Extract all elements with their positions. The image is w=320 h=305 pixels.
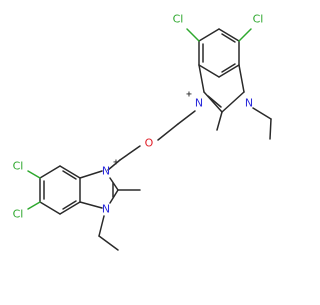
- bond: [107, 159, 121, 171]
- atom-nitrogen: N: [102, 203, 110, 216]
- atom-chlorine: Cl: [253, 13, 264, 26]
- bond: [98, 215, 105, 237]
- bond: [198, 64, 220, 78]
- molecule-svg: Cl Cl N + N O N +: [13, 13, 272, 251]
- bond: [79, 170, 103, 179]
- bond: [177, 110, 196, 125]
- bond: [62, 200, 77, 210]
- bond: [252, 107, 272, 120]
- bond: [157, 123, 179, 141]
- bond: [218, 64, 240, 78]
- bond: [59, 201, 81, 215]
- atom-chlorine: Cl: [13, 160, 24, 173]
- atom-nitrogen: N: [245, 97, 253, 110]
- atom-nitrogen-cation: N: [102, 165, 110, 178]
- bond: [98, 235, 119, 251]
- top-benzimidazolium-group: [186, 28, 272, 140]
- bond: [207, 95, 222, 108]
- bond: [269, 118, 272, 140]
- molecule-structure-diagram: Cl Cl N + N O N +: [13, 13, 272, 251]
- formal-charge-plus: +: [186, 90, 193, 99]
- bond: [39, 165, 61, 179]
- atom-chlorine: Cl: [13, 208, 24, 221]
- bond: [216, 111, 223, 131]
- bond: [218, 28, 240, 42]
- bond: [109, 177, 119, 191]
- bond: [109, 189, 119, 204]
- bond: [221, 33, 236, 43]
- bond: [119, 145, 141, 161]
- bond: [221, 91, 245, 113]
- bond-cl: [27, 170, 41, 179]
- bond: [62, 170, 77, 180]
- bond: [59, 165, 81, 179]
- formal-charge-plus: +: [113, 158, 120, 167]
- atom-nitrogen-cation: N: [195, 97, 203, 110]
- bond: [198, 64, 205, 93]
- atom-oxygen: O: [145, 137, 154, 150]
- bond: [203, 91, 223, 113]
- bond: [79, 201, 103, 209]
- bottom-benzimidazolium-group: [27, 165, 141, 251]
- bond-cl: [27, 201, 41, 210]
- ether-linker-group: [107, 110, 196, 171]
- bond: [221, 63, 236, 73]
- bond: [39, 201, 61, 215]
- bond-cl: [186, 28, 200, 42]
- bond-cl: [238, 28, 252, 42]
- bond: [198, 28, 220, 42]
- bond: [238, 64, 245, 93]
- atom-chlorine: Cl: [173, 13, 184, 26]
